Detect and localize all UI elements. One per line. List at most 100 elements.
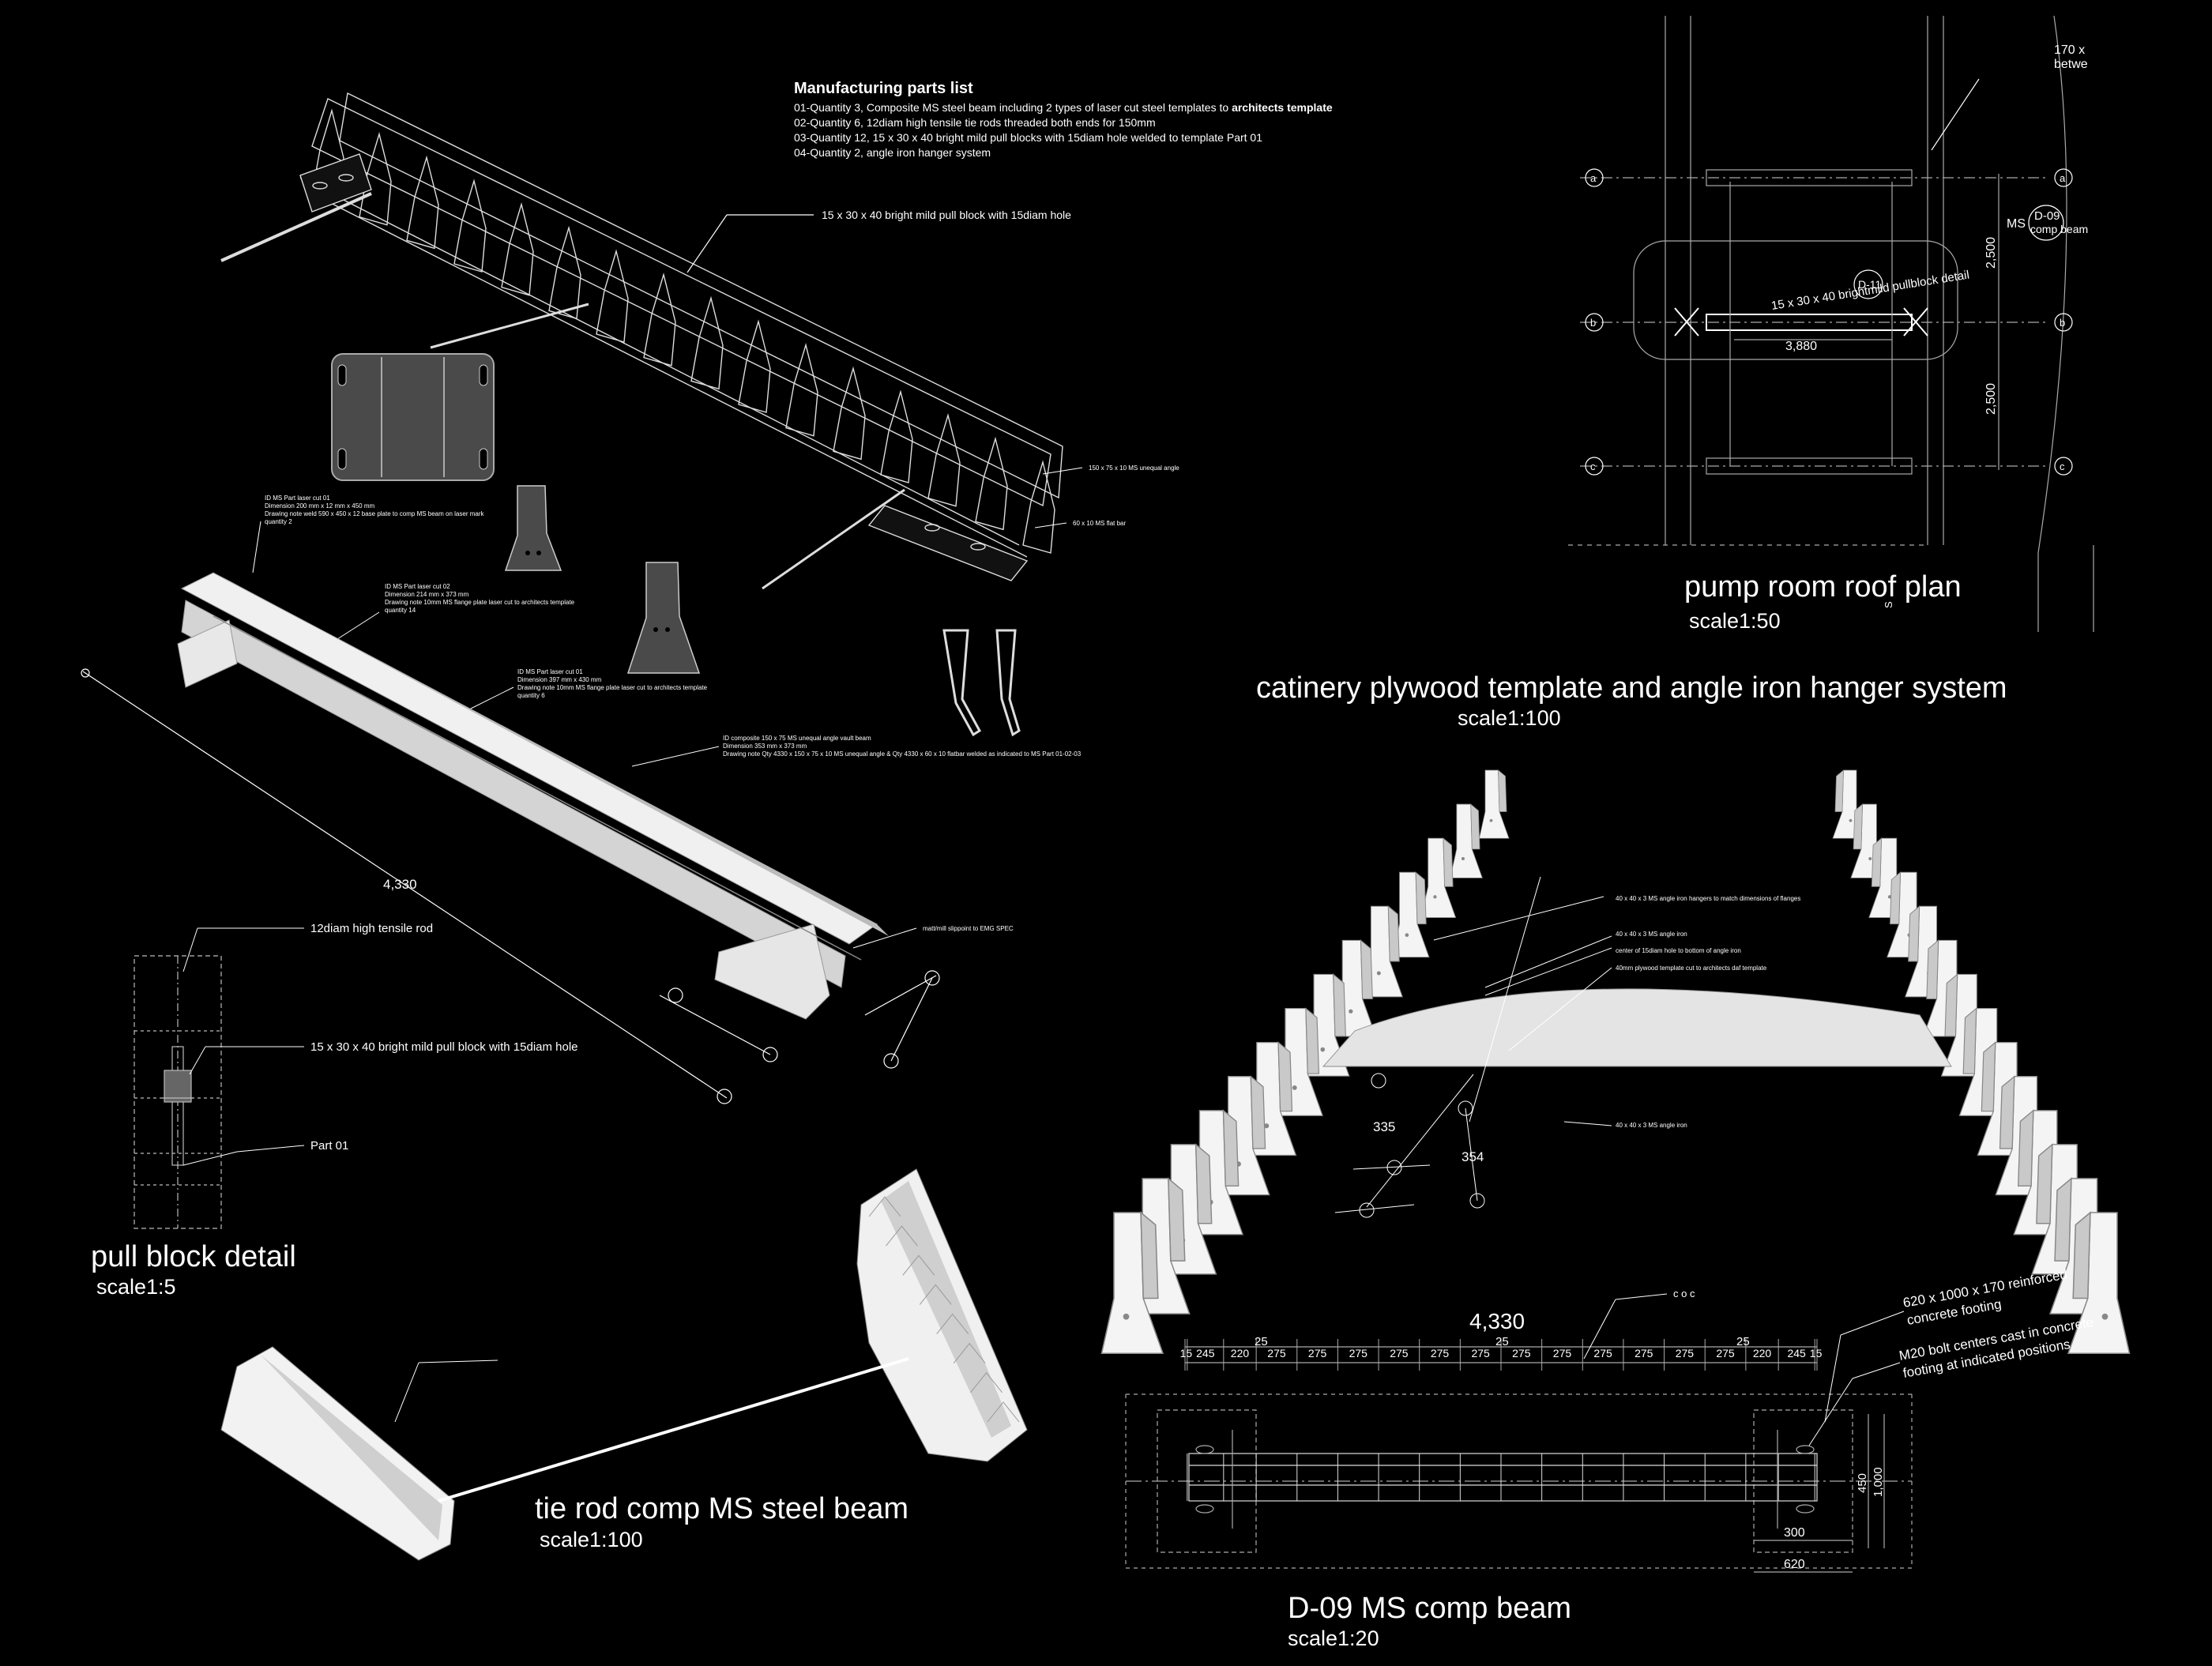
tie-rod-rib <box>886 1225 918 1247</box>
label-catenary-5: 40 x 40 x 3 MS angle iron <box>1616 1122 1687 1129</box>
label-170: 170 x <box>2054 43 2085 57</box>
beam-id-note: ID composite 150 x 75 MS unequal angle v… <box>631 735 1082 767</box>
angle-iron-hanger <box>2067 1211 2131 1355</box>
grid-a-left: a <box>1590 172 1597 184</box>
segment-label: 275 <box>1512 1347 1531 1360</box>
dim-25-b: 25 <box>1495 1335 1509 1348</box>
scale-tie-rod: scale1:100 <box>540 1528 643 1551</box>
scale-catenary: scale1:100 <box>1458 706 1561 730</box>
wireframe-beam <box>220 92 1063 590</box>
svg-text:Dimension 397 mm x 430 mm: Dimension 397 mm x 430 mm <box>517 676 602 683</box>
title-pull-block: pull block detail <box>91 1240 296 1273</box>
label-s: S <box>1883 601 1894 608</box>
segment-label: 220 <box>1753 1347 1772 1360</box>
svg-text:ID composit: ID composite 150 x 75 MS unequal angle v… <box>723 735 871 742</box>
label-170-b: betwe <box>2054 58 2088 71</box>
leader-flat-bar <box>1034 522 1067 528</box>
svg-text:Dimension 200 mm x 12 mm: Dimension 200 mm x 12 mm x 450 mm <box>265 502 374 510</box>
title-catenary: catinery plywood template and angle iron… <box>1256 671 2007 705</box>
svg-text:ID MS Part: ID MS Part laser cut 01 <box>517 668 583 675</box>
d09-leaders <box>1583 1293 1905 1446</box>
svg-text:quantity 2: quantity 2 <box>265 518 292 525</box>
label-pull-block-top: 15 x 30 x 40 bright mild pull block with… <box>822 209 1071 221</box>
parts-list-item-4: 04-Quantity 2, angle iron hanger system <box>794 146 991 159</box>
tie-rod-rib <box>970 1372 1003 1393</box>
leader-rod <box>182 927 198 972</box>
dim-450: 450 <box>1856 1473 1869 1493</box>
grid-a-right: a <box>2060 172 2066 184</box>
grid-bubbles <box>1585 168 2073 476</box>
angle-iron-hanger <box>1362 905 1403 998</box>
label-unequal-angle: 150 x 75 x 10 MS unequal angle <box>1089 464 1179 472</box>
pump-room-plan <box>1568 15 2094 632</box>
segment-label: 245 <box>1787 1347 1806 1360</box>
grid-b-right: b <box>2060 317 2065 329</box>
dim-25-a: 25 <box>1255 1335 1268 1348</box>
base-plate <box>331 353 495 481</box>
d09-rod-marks <box>1187 1454 1818 1501</box>
angle-iron-hanger <box>1100 1211 1164 1355</box>
dim-300: 300 <box>1784 1526 1805 1540</box>
label-catenary-4: 40mm plywood template cut to architects … <box>1616 965 1767 972</box>
wireframe-rib <box>596 249 629 343</box>
segment-label: 275 <box>1553 1347 1572 1360</box>
label-finish: matt/mill slippoint to EMG SPEC <box>923 925 1014 932</box>
svg-text:quantity 14: quantity 14 <box>385 607 416 614</box>
wireframe-rib <box>738 319 771 413</box>
segment-label: 275 <box>1349 1347 1368 1360</box>
segment-label: 245 <box>1196 1347 1215 1360</box>
leader-unequal-angle <box>1042 467 1083 475</box>
grid-b-left: b <box>1590 317 1596 329</box>
leader-part01-h <box>236 1145 305 1153</box>
angle-iron-hanger <box>1479 769 1510 839</box>
segment-label: 275 <box>1471 1347 1490 1360</box>
grid-c-left: c <box>1590 461 1596 472</box>
dim-3880: 3,880 <box>1785 340 1817 353</box>
title-tie-rod: tie rod comp MS steel beam <box>535 1492 908 1525</box>
angle-iron-hanger <box>1420 837 1457 918</box>
wireframe-rib <box>785 343 818 437</box>
part03-note: ID MS Part laser cut 01 Dimension 397 mm… <box>465 668 708 712</box>
segment-label: 275 <box>1431 1347 1450 1360</box>
label-d09-sub: comp beam <box>2030 223 2088 235</box>
label-d09: D-09 <box>2034 209 2060 223</box>
catenary-leaders <box>1334 876 1612 1218</box>
leader-tie-rod <box>394 1362 419 1423</box>
svg-text:Dimension 214 mm x 373 mm: Dimension 214 mm x 373 mm <box>385 591 469 598</box>
label-flat-bar: 60 x 10 MS flat bar <box>1073 520 1126 527</box>
parts-list-item-3: 03-Quantity 12, 15 x 30 x 40 bright mild… <box>794 131 1262 144</box>
dim-335: 335 <box>1373 1119 1395 1134</box>
d09-dimension-ticks <box>1184 1339 1818 1371</box>
dim-1000: 1,000 <box>1872 1467 1885 1497</box>
part01-note: ID MS Part laser cut 01 Dimension 200 mm… <box>252 495 484 574</box>
dim-2500-bot: 2,500 <box>1984 383 1998 415</box>
pump-plan-x-marks <box>1674 307 1928 337</box>
dim-4330-label: 4,330 <box>383 877 417 892</box>
leader-pullblock <box>687 214 728 273</box>
tie-rod-rib <box>987 1401 1020 1423</box>
svg-text:Dimension 353 mm x 373 mm: Dimension 353 mm x 373 mm <box>723 743 807 750</box>
label-rod: 12diam high tensile rod <box>310 922 433 935</box>
title-d09: D-09 MS comp beam <box>1288 1592 1571 1625</box>
segment-label: 275 <box>1593 1347 1612 1360</box>
tie-rod-rib <box>953 1342 986 1364</box>
wireframe-rib <box>548 225 581 320</box>
tie-rod-rib <box>902 1254 935 1276</box>
wireframe-rib <box>880 389 913 483</box>
wireframe-rib <box>359 132 392 226</box>
wireframe-rib <box>453 179 487 273</box>
plywood-template <box>1322 988 1952 1067</box>
label-ms: MS <box>2007 217 2026 231</box>
svg-text:Drawing note 10mm MS flange pl: Drawing note 10mm MS flange plate laser … <box>517 684 708 691</box>
pull-block-detail <box>134 955 222 1229</box>
tie-rod-rib <box>936 1313 969 1334</box>
wireframe-rib <box>1022 460 1055 554</box>
svg-text:ID MS Part: ID MS Part laser cut 01 <box>265 495 330 502</box>
title-pump-room: pump room roof plan <box>1684 570 1962 604</box>
angle-hangers <box>942 629 1021 737</box>
label-part01: Part 01 <box>310 1139 348 1153</box>
segment-label: 275 <box>1635 1347 1653 1360</box>
svg-text:Drawing note Qty 4330 x 150 x: Drawing note Qty 4330 x 150 x 75 x 10 MS… <box>723 750 1082 758</box>
wireframe-rib <box>927 413 961 507</box>
parts-list-item-1: 01-Quantity 3, Composite MS steel beam i… <box>794 101 1333 114</box>
